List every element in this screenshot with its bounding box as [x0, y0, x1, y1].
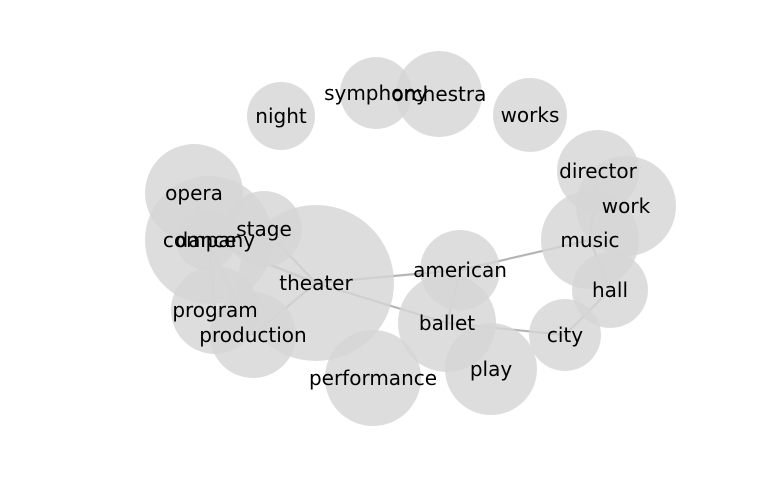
node-label-performance: performance: [309, 366, 437, 390]
node-play: [445, 323, 537, 415]
node-american: [420, 230, 500, 310]
node-hall: [572, 252, 648, 328]
node-label-play: play: [470, 357, 513, 381]
node-label-hall: hall: [592, 278, 628, 302]
node-production: [210, 292, 296, 378]
node-orchestra: [396, 51, 482, 137]
node-label-work: work: [602, 194, 651, 218]
node-label-company: company: [163, 228, 255, 252]
node-symphony: [340, 57, 412, 129]
node-label-orchestra: orchestra: [392, 82, 487, 106]
node-stage: [226, 191, 302, 267]
node-label-ballet: ballet: [419, 311, 475, 335]
node-label-works: works: [501, 103, 560, 127]
node-label-director: director: [559, 159, 637, 183]
node-label-theater: theater: [279, 271, 353, 295]
node-label-program: program: [172, 298, 257, 322]
node-label-music: music: [560, 228, 619, 252]
node-night: [247, 82, 315, 150]
node-works: [493, 78, 567, 152]
node-dance: [176, 210, 236, 270]
node-label-city: city: [547, 323, 583, 347]
node-label-opera: opera: [165, 181, 223, 205]
node-label-stage: stage: [236, 217, 292, 241]
node-label-dance: dance: [176, 228, 237, 252]
node-label-symphony: symphony: [324, 81, 428, 105]
node-label-production: production: [199, 323, 306, 347]
node-label-night: night: [255, 104, 307, 128]
node-label-american: american: [413, 258, 507, 282]
node-performance: [325, 330, 421, 426]
nodes-layer: [145, 51, 676, 426]
node-city: [529, 299, 601, 371]
